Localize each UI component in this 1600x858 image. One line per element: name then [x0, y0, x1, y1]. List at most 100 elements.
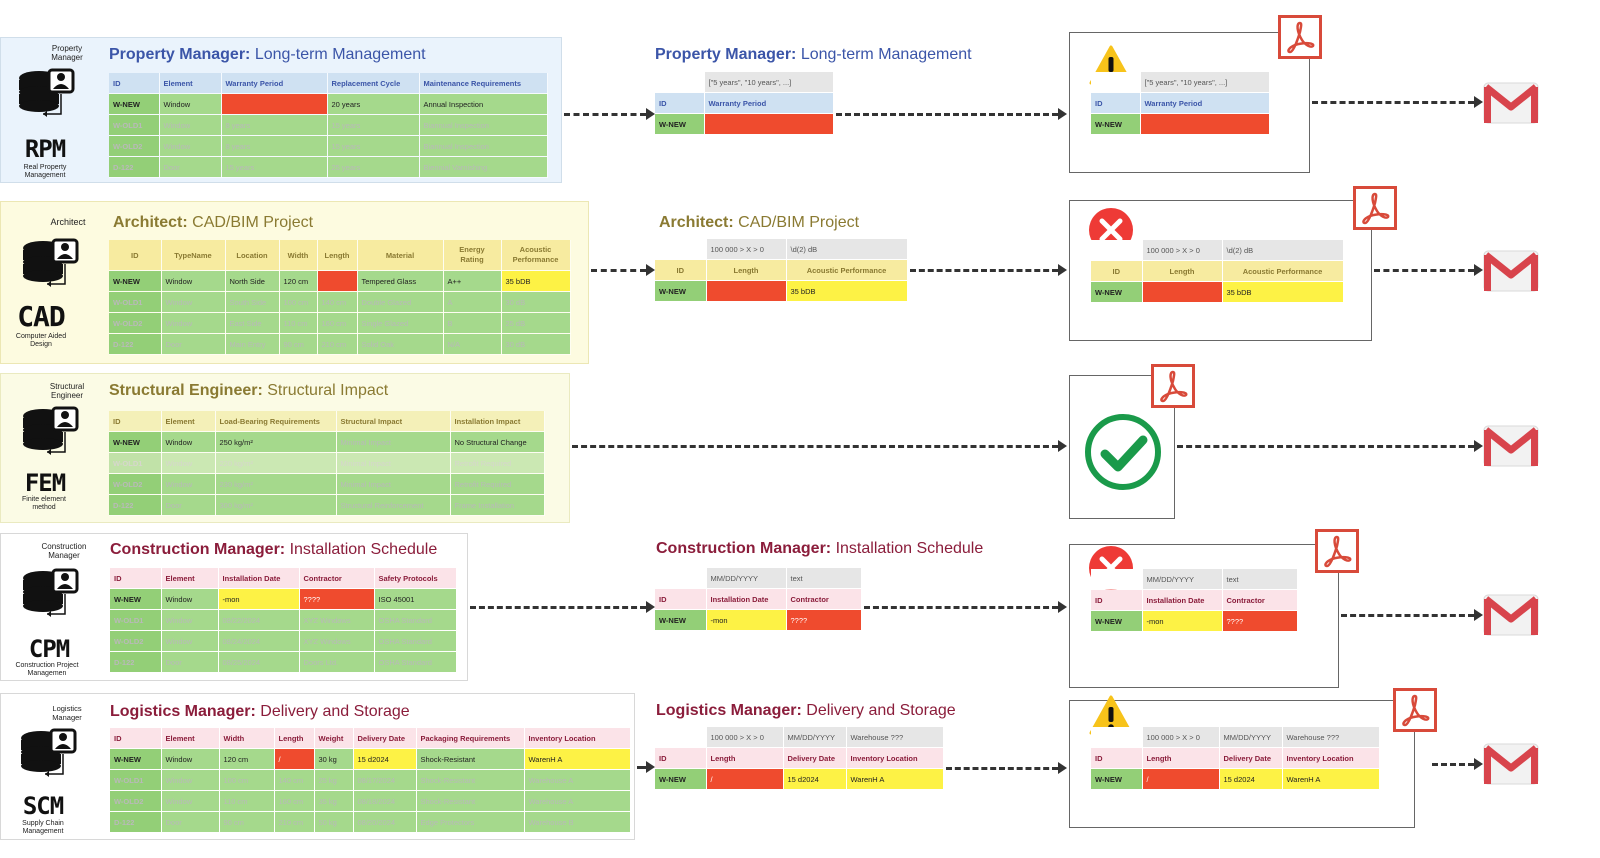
flow-arrow — [1374, 269, 1474, 272]
database-user-icon — [23, 238, 79, 287]
pdf-icon[interactable] — [1278, 15, 1322, 59]
rpm-role-label: Property Manager — [51, 44, 83, 62]
gmail-icon[interactable] — [1482, 422, 1540, 468]
cad-subtitle: Computer Aided Design — [15, 333, 67, 348]
success-check-icon — [1085, 414, 1161, 490]
pdf-icon[interactable] — [1151, 364, 1195, 408]
fem-panel: Structural Engineer FEM Finite element m… — [0, 373, 570, 523]
arrowhead — [1058, 601, 1067, 613]
database-user-icon — [23, 406, 79, 455]
fem-role-label: Structural Engineer — [49, 382, 85, 400]
flow-arrow — [572, 445, 1058, 448]
cpm-check-title: Construction Manager: Installation Sched… — [656, 540, 984, 557]
arrowhead — [1058, 762, 1067, 774]
rpm-title: Property Manager: Long-term Management — [109, 46, 426, 63]
flow-arrow — [946, 767, 1058, 770]
cad-code: CAD — [17, 300, 66, 333]
flow-arrow — [1177, 445, 1474, 448]
flow-arrow — [1312, 101, 1474, 104]
scm-role-label: Logistics Manager — [52, 704, 82, 722]
flow-arrow — [591, 269, 646, 272]
fem-title: Structural Engineer: Structural Impact — [109, 382, 389, 399]
cad-title: Architect: CAD/BIM Project — [113, 214, 314, 231]
cpm-subtitle: Construction Project Managemen — [15, 662, 79, 677]
pdf-icon[interactable] — [1315, 529, 1359, 573]
pdf-icon[interactable] — [1393, 688, 1437, 732]
cad-role-label: Architect — [50, 217, 86, 227]
cpm-title: Construction Manager: Installation Sched… — [110, 541, 438, 558]
arrowhead — [1474, 758, 1483, 770]
arrowhead — [1058, 264, 1067, 276]
scm-subtitle: Supply Chain Management — [22, 820, 64, 835]
arrowhead — [646, 601, 655, 613]
cpm-code: CPM — [28, 635, 70, 663]
gmail-icon[interactable] — [1482, 740, 1540, 786]
arrowhead — [1474, 264, 1483, 276]
rpm-code: RPM — [24, 135, 66, 163]
rpm-panel: Property Manager RPM Real Property Manag… — [0, 37, 562, 183]
gmail-icon[interactable] — [1482, 591, 1540, 637]
arrowhead — [1058, 440, 1067, 452]
rpm-subtitle: Real Property Management — [23, 164, 67, 179]
scm-title: Logistics Manager: Delivery and Storage — [110, 703, 410, 720]
rpm-check-title: Property Manager: Long-term Management — [655, 46, 972, 63]
arrowhead — [646, 264, 655, 276]
flow-arrow — [564, 113, 646, 116]
cpm-role-label: Construction Manager — [41, 542, 87, 560]
flow-arrow — [910, 269, 1058, 272]
database-user-icon — [21, 728, 77, 777]
fem-subtitle: Finite element method — [22, 496, 66, 511]
scm-panel: Logistics Manager SCM Supply Chain Manag… — [0, 693, 635, 840]
flow-arrow — [836, 113, 1058, 116]
pdf-icon[interactable] — [1353, 186, 1397, 230]
gmail-icon[interactable] — [1482, 79, 1540, 125]
database-user-icon — [19, 68, 75, 117]
gmail-icon[interactable] — [1482, 247, 1540, 293]
cad-panel: Architect CAD Computer Aided Design Arch… — [0, 201, 589, 364]
scm-check-title: Logistics Manager: Delivery and Storage — [656, 702, 956, 719]
arrowhead — [1474, 96, 1483, 108]
arrowhead — [1474, 609, 1483, 621]
flow-arrow — [1432, 763, 1474, 766]
arrowhead — [1474, 440, 1483, 452]
cpm-panel: Construction Manager CPM Construction Pr… — [0, 533, 468, 681]
flow-arrow — [470, 606, 646, 609]
database-user-icon — [23, 568, 79, 617]
flow-arrow — [1341, 614, 1474, 617]
flow-arrow — [864, 606, 1058, 609]
